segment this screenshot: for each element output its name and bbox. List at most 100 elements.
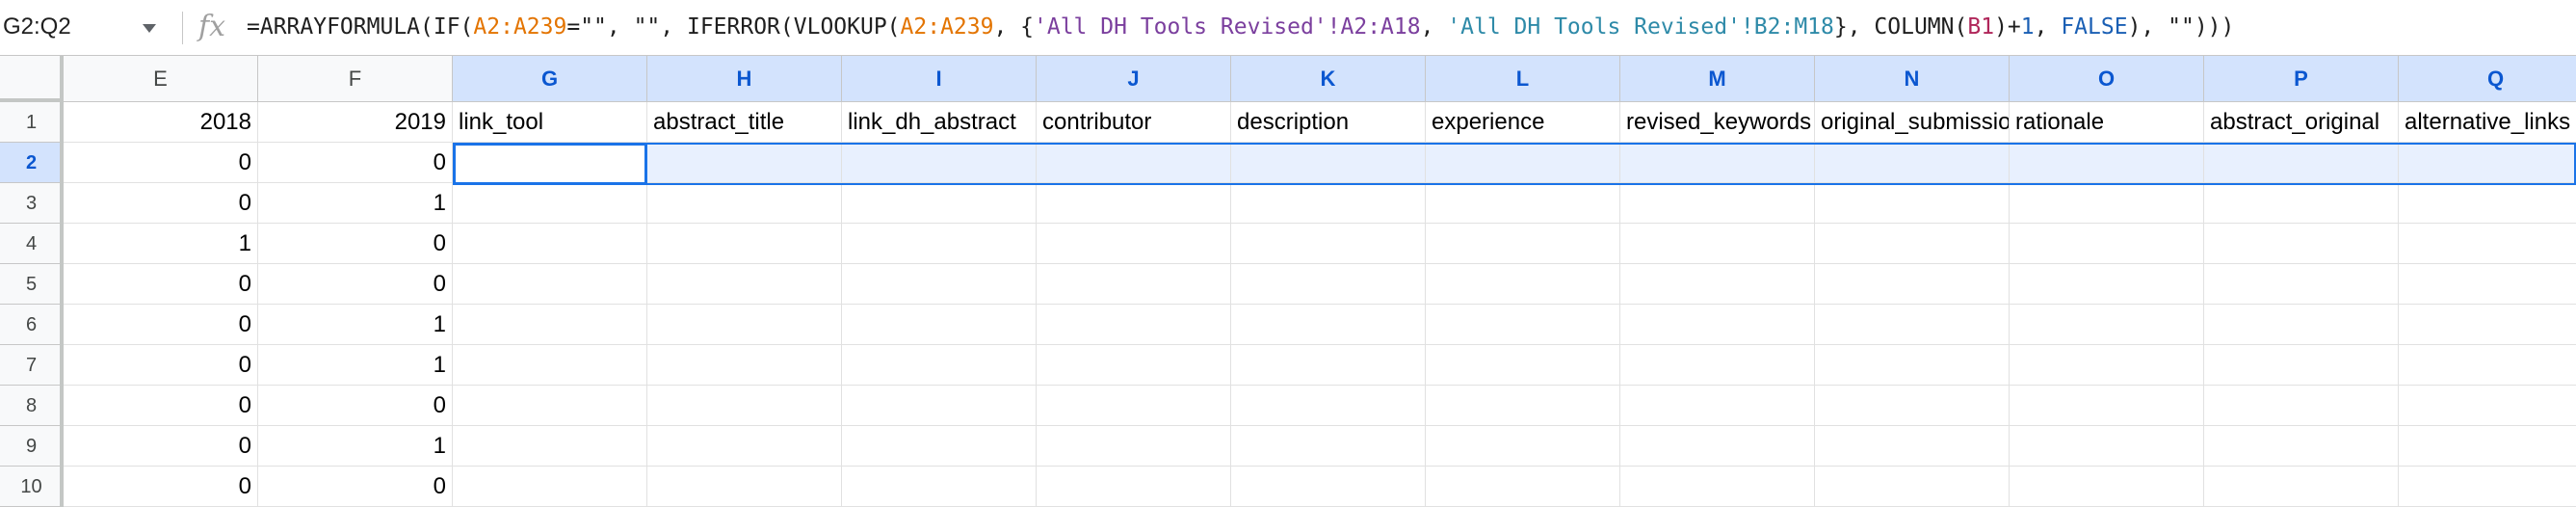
cell-f2[interactable]: 0 bbox=[258, 143, 453, 183]
cell-n6[interactable] bbox=[1815, 305, 2010, 345]
cell-q2[interactable] bbox=[2399, 143, 2576, 183]
cell-q1[interactable]: alternative_links bbox=[2399, 102, 2576, 143]
cell-k6[interactable] bbox=[1231, 305, 1426, 345]
cell-f10[interactable]: 0 bbox=[258, 467, 453, 507]
cell-n2[interactable] bbox=[1815, 143, 2010, 183]
cell-m7[interactable] bbox=[1620, 345, 1815, 386]
row-header-10[interactable]: 10 bbox=[0, 467, 64, 507]
cell-n7[interactable] bbox=[1815, 345, 2010, 386]
row-header-9[interactable]: 9 bbox=[0, 426, 64, 467]
cell-i1[interactable]: link_dh_abstract bbox=[842, 102, 1037, 143]
cell-e2[interactable]: 0 bbox=[64, 143, 258, 183]
column-header-g[interactable]: G bbox=[453, 56, 647, 102]
cell-l4[interactable] bbox=[1426, 224, 1620, 264]
cell-k3[interactable] bbox=[1231, 183, 1426, 224]
cell-o10[interactable] bbox=[2010, 467, 2204, 507]
cell-k5[interactable] bbox=[1231, 264, 1426, 305]
cell-m6[interactable] bbox=[1620, 305, 1815, 345]
cell-f9[interactable]: 1 bbox=[258, 426, 453, 467]
cell-i6[interactable] bbox=[842, 305, 1037, 345]
cell-l7[interactable] bbox=[1426, 345, 1620, 386]
cell-i9[interactable] bbox=[842, 426, 1037, 467]
cell-h9[interactable] bbox=[647, 426, 842, 467]
cell-p10[interactable] bbox=[2204, 467, 2399, 507]
cell-n10[interactable] bbox=[1815, 467, 2010, 507]
cell-l8[interactable] bbox=[1426, 386, 1620, 426]
cell-j3[interactable] bbox=[1037, 183, 1231, 224]
cell-o3[interactable] bbox=[2010, 183, 2204, 224]
cell-j4[interactable] bbox=[1037, 224, 1231, 264]
row-header-3[interactable]: 3 bbox=[0, 183, 64, 224]
cell-j9[interactable] bbox=[1037, 426, 1231, 467]
cell-h8[interactable] bbox=[647, 386, 842, 426]
cell-g9[interactable] bbox=[453, 426, 647, 467]
row-header-1[interactable]: 1 bbox=[0, 102, 64, 143]
cell-h10[interactable] bbox=[647, 467, 842, 507]
cell-o8[interactable] bbox=[2010, 386, 2204, 426]
cell-q5[interactable] bbox=[2399, 264, 2576, 305]
formula-input[interactable]: =ARRAYFORMULA(IF(A2:A239="", "", IFERROR… bbox=[247, 14, 2234, 40]
cell-f7[interactable]: 1 bbox=[258, 345, 453, 386]
cell-k8[interactable] bbox=[1231, 386, 1426, 426]
cell-p9[interactable] bbox=[2204, 426, 2399, 467]
cell-e1[interactable]: 2018 bbox=[64, 102, 258, 143]
cell-q4[interactable] bbox=[2399, 224, 2576, 264]
cell-o6[interactable] bbox=[2010, 305, 2204, 345]
cell-k4[interactable] bbox=[1231, 224, 1426, 264]
column-header-m[interactable]: M bbox=[1620, 56, 1815, 102]
cell-m10[interactable] bbox=[1620, 467, 1815, 507]
chevron-down-icon[interactable] bbox=[143, 24, 156, 33]
cell-l6[interactable] bbox=[1426, 305, 1620, 345]
cell-e10[interactable]: 0 bbox=[64, 467, 258, 507]
cell-h1[interactable]: abstract_title bbox=[647, 102, 842, 143]
row-header-5[interactable]: 5 bbox=[0, 264, 64, 305]
column-header-n[interactable]: N bbox=[1815, 56, 2010, 102]
name-box[interactable]: G2:Q2 bbox=[0, 0, 171, 56]
column-header-o[interactable]: O bbox=[2010, 56, 2204, 102]
cell-e9[interactable]: 0 bbox=[64, 426, 258, 467]
cell-p3[interactable] bbox=[2204, 183, 2399, 224]
cell-l2[interactable] bbox=[1426, 143, 1620, 183]
cell-j8[interactable] bbox=[1037, 386, 1231, 426]
cell-h4[interactable] bbox=[647, 224, 842, 264]
select-all-corner[interactable] bbox=[0, 56, 64, 102]
cell-j6[interactable] bbox=[1037, 305, 1231, 345]
cell-l10[interactable] bbox=[1426, 467, 1620, 507]
cell-j2[interactable] bbox=[1037, 143, 1231, 183]
cell-l9[interactable] bbox=[1426, 426, 1620, 467]
row-header-6[interactable]: 6 bbox=[0, 305, 64, 345]
cell-o7[interactable] bbox=[2010, 345, 2204, 386]
cell-q10[interactable] bbox=[2399, 467, 2576, 507]
cell-n4[interactable] bbox=[1815, 224, 2010, 264]
cell-j5[interactable] bbox=[1037, 264, 1231, 305]
cell-l1[interactable]: experience bbox=[1426, 102, 1620, 143]
cell-f3[interactable]: 1 bbox=[258, 183, 453, 224]
column-header-k[interactable]: K bbox=[1231, 56, 1426, 102]
column-header-l[interactable]: L bbox=[1426, 56, 1620, 102]
row-header-8[interactable]: 8 bbox=[0, 386, 64, 426]
cell-i3[interactable] bbox=[842, 183, 1037, 224]
cell-m2[interactable] bbox=[1620, 143, 1815, 183]
cell-g3[interactable] bbox=[453, 183, 647, 224]
cell-q6[interactable] bbox=[2399, 305, 2576, 345]
cell-h5[interactable] bbox=[647, 264, 842, 305]
cell-g7[interactable] bbox=[453, 345, 647, 386]
cell-n1[interactable]: original_submission bbox=[1815, 102, 2010, 143]
cell-p1[interactable]: abstract_original bbox=[2204, 102, 2399, 143]
cell-o1[interactable]: rationale bbox=[2010, 102, 2204, 143]
cell-f6[interactable]: 1 bbox=[258, 305, 453, 345]
column-header-q[interactable]: Q bbox=[2399, 56, 2576, 102]
frozen-column-handle[interactable] bbox=[60, 56, 64, 102]
cell-g6[interactable] bbox=[453, 305, 647, 345]
cell-i7[interactable] bbox=[842, 345, 1037, 386]
cell-j10[interactable] bbox=[1037, 467, 1231, 507]
cell-g1[interactable]: link_tool bbox=[453, 102, 647, 143]
column-header-e[interactable]: E bbox=[64, 56, 258, 102]
cell-k9[interactable] bbox=[1231, 426, 1426, 467]
cell-f4[interactable]: 0 bbox=[258, 224, 453, 264]
cell-o4[interactable] bbox=[2010, 224, 2204, 264]
column-header-f[interactable]: F bbox=[258, 56, 453, 102]
cell-e4[interactable]: 1 bbox=[64, 224, 258, 264]
cell-q9[interactable] bbox=[2399, 426, 2576, 467]
cell-g5[interactable] bbox=[453, 264, 647, 305]
